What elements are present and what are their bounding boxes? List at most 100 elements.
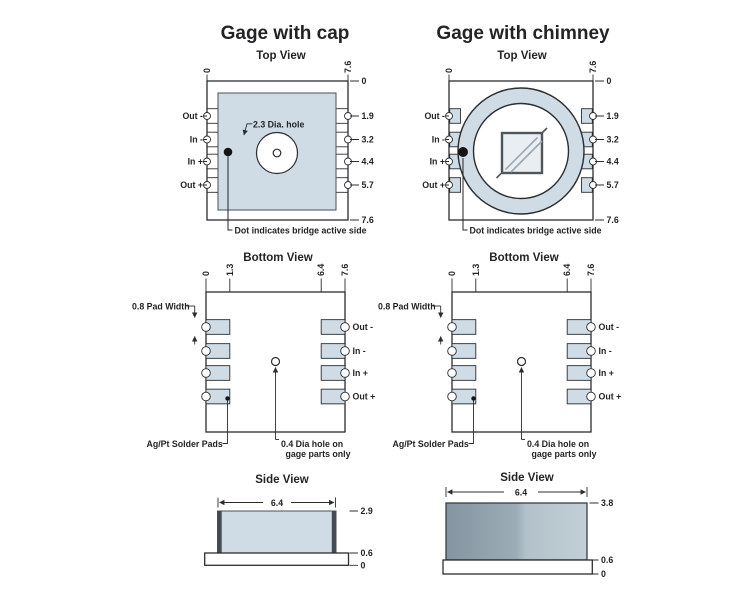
edge-dim-ticks [206,74,349,81]
panel-top-view-chimney: Gage with chimney Top View 0 7.6 Dot ind… [422,23,619,236]
dim-left-edge: 0 [444,68,454,73]
pad-notch [447,322,457,332]
dim-0: 0 [201,271,211,276]
panel-bottom-view-cap: Bottom View 0 1.3 6.4 7.6 Out - In - In … [132,252,375,459]
pad-separator-lines-right [336,108,348,193]
pad-notch [340,391,350,402]
width-dim-ticks [217,497,336,508]
pad-notch [447,346,457,356]
dim-left-edge: 0 [202,68,212,73]
gage-hole-note-line1: 0.4 Dia hole on [281,439,343,449]
solder-pads-leader [468,399,474,444]
dim-5-7: 5.7 [362,180,374,190]
dim-5-7: 5.7 [607,180,619,190]
pin-out-minus: Out - [182,111,203,121]
dim-right-edge: 7.6 [343,61,353,73]
pin-label-ticks [203,115,207,186]
pin-in-minus: In - [190,135,203,145]
dia-hole-leader [242,123,253,136]
die-corner-ticks [495,127,548,179]
dim-right-edge: 7.6 [588,61,598,73]
dim-1-3: 1.3 [471,264,481,276]
view-title-top: Top View [497,50,546,62]
height-cap-top: 2.9 [361,506,373,516]
dim-3-2: 3.2 [362,135,374,145]
view-title-side: Side View [255,474,309,486]
pin-out-minus: Out - [353,322,374,332]
dim-7-6: 7.6 [340,264,350,276]
pin-in-plus: In + [430,157,445,167]
dim-dashes [350,80,359,221]
gage-hole-note-line1: 0.4 Dia hole on [527,439,589,449]
gage-hole-note-line2: gage parts only [532,449,597,459]
pin-label-ticks [445,115,449,186]
height-zero: 0 [361,560,366,570]
pin-in-plus: In + [188,157,203,167]
edge-dim-ticks [205,278,346,292]
cap-wall-left [217,511,222,553]
dim-dashes [595,80,604,221]
pad-notch [201,391,211,402]
pad-width-label: 0.8 Pad Width [132,302,190,312]
title-gage-with-cap: Gage with cap [221,23,350,44]
panel-bottom-view-chimney: Bottom View 0 1.3 6.4 7.6 Out - In - In … [378,252,621,459]
pad-notch [340,346,350,356]
width-dim-value: 6.4 [515,488,527,498]
pad-notch [447,368,457,378]
die-glass-shine [504,136,543,173]
pad-notch [201,322,211,332]
solder-pads-label: Ag/Pt Solder Pads [147,439,223,449]
pin-in-plus: In + [353,368,368,378]
dim-7-6: 7.6 [362,215,374,225]
edge-dim-ticks [451,278,592,292]
dim-4-4: 4.4 [607,157,619,167]
pin-out-plus: Out + [180,180,203,190]
pad-notch [201,346,211,356]
pin-out-minus: Out - [424,111,445,121]
pad-notch [586,346,596,356]
cap-vent-hole-center [272,148,282,158]
solder-pads-leader [222,399,228,444]
pad-notch [447,391,457,402]
dot-note: Dot indicates bridge active side [470,226,602,236]
pad-notch [201,368,211,378]
pin-in-minus: In - [353,346,366,356]
width-dim-ticks [445,487,588,497]
dot-note: Dot indicates bridge active side [235,226,367,236]
pin-out-plus: Out + [599,392,622,402]
title-gage-with-chimney: Gage with chimney [436,23,610,44]
dim-1-9: 1.9 [607,111,619,121]
height-dim-dashes [589,502,599,575]
solder-pads-label: Ag/Pt Solder Pads [393,439,469,449]
pin-in-plus: In + [599,368,614,378]
pin-out-plus: Out + [422,180,445,190]
dot-leader [462,158,468,231]
dim-0: 0 [607,76,612,86]
pad-notch [586,391,596,402]
gage-hole [516,356,527,367]
dia-hole-label: 2.3 Dia. hole [253,120,304,130]
solder-pads-leader-dot [225,396,230,401]
view-title-top: Top View [256,50,305,62]
pad-notch [586,322,596,332]
width-dim-value: 6.4 [271,498,283,508]
cap-side-body [217,510,337,554]
height-base-top: 0.6 [361,548,373,558]
view-title-bottom: Bottom View [489,252,558,264]
solder-pads-leader-dot [471,396,476,401]
cap-wall-right [331,511,336,553]
bridge-active-dot [223,147,233,157]
height-dim-dashes [349,510,358,566]
panel-top-view-cap: Gage with cap Top View 0 7.6 2.3 Dia. ho… [180,23,374,236]
dim-7-6: 7.6 [586,264,596,276]
pad-notch [340,368,350,378]
dim-6-4: 6.4 [562,264,572,276]
gage-hole [270,356,281,367]
dim-1-9: 1.9 [362,111,374,121]
chimney-side-body [445,502,588,561]
dim-3-2: 3.2 [607,135,619,145]
pin-out-minus: Out - [599,322,620,332]
dim-1-3: 1.3 [225,264,235,276]
